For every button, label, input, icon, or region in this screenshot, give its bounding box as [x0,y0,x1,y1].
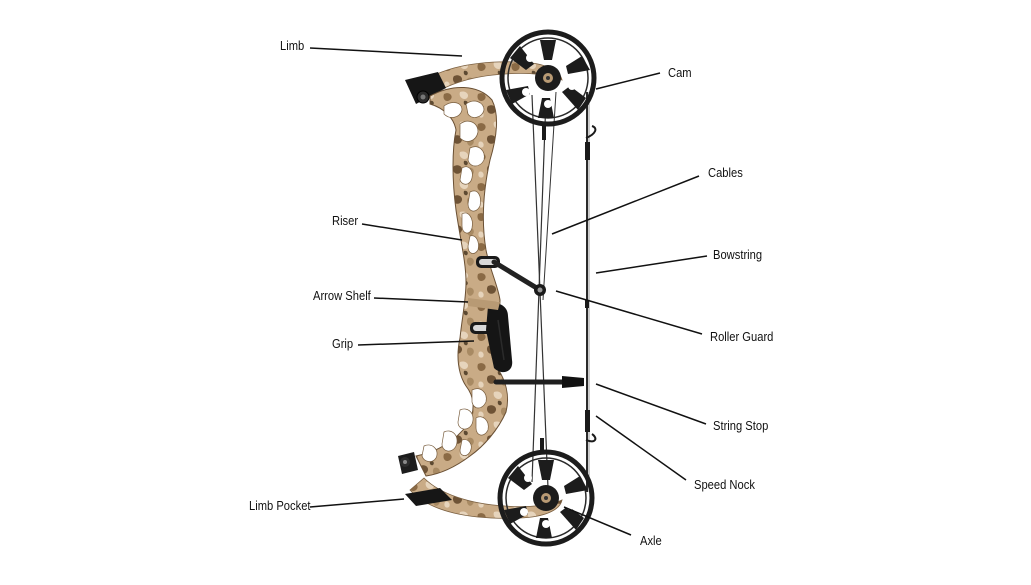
leader-limb-pocket [309,498,405,508]
speed-nock-icon [585,125,597,443]
upper-limb [405,61,563,104]
label-string-stop: String Stop [713,418,769,433]
upper-cam [499,29,597,127]
riser [415,86,509,477]
leader-speed-nock [595,415,687,481]
label-axle: Axle [640,533,662,548]
leader-grip [357,340,475,346]
leader-limb [309,47,463,57]
leader-riser [361,223,463,241]
label-limb: Limb [280,38,305,53]
label-roller-guard: Roller Guard [710,329,774,344]
label-bowstring: Bowstring [713,247,763,262]
arrow-shelf [468,298,500,310]
string-stop [493,376,584,388]
leader-axle [563,506,632,536]
label-cam: Cam [668,65,692,80]
label-riser: Riser [332,213,359,228]
leader-bowstring [595,255,708,274]
label-speed-nock: Speed Nock [694,477,755,492]
leader-cam [595,72,661,90]
label-cables: Cables [708,165,743,180]
roller-guard [491,259,546,296]
grip [486,303,513,373]
leader-string-stop [595,383,707,425]
leader-roller-guard [555,290,703,335]
label-limb-pocket: Limb Pocket [249,498,311,513]
lower-cam [497,449,595,547]
leader-arrow-shelf [373,297,469,303]
label-arrow-shelf: Arrow Shelf [313,288,371,303]
leader-cables [551,175,700,235]
label-grip: Grip [332,336,354,351]
cable-servings [540,126,590,452]
